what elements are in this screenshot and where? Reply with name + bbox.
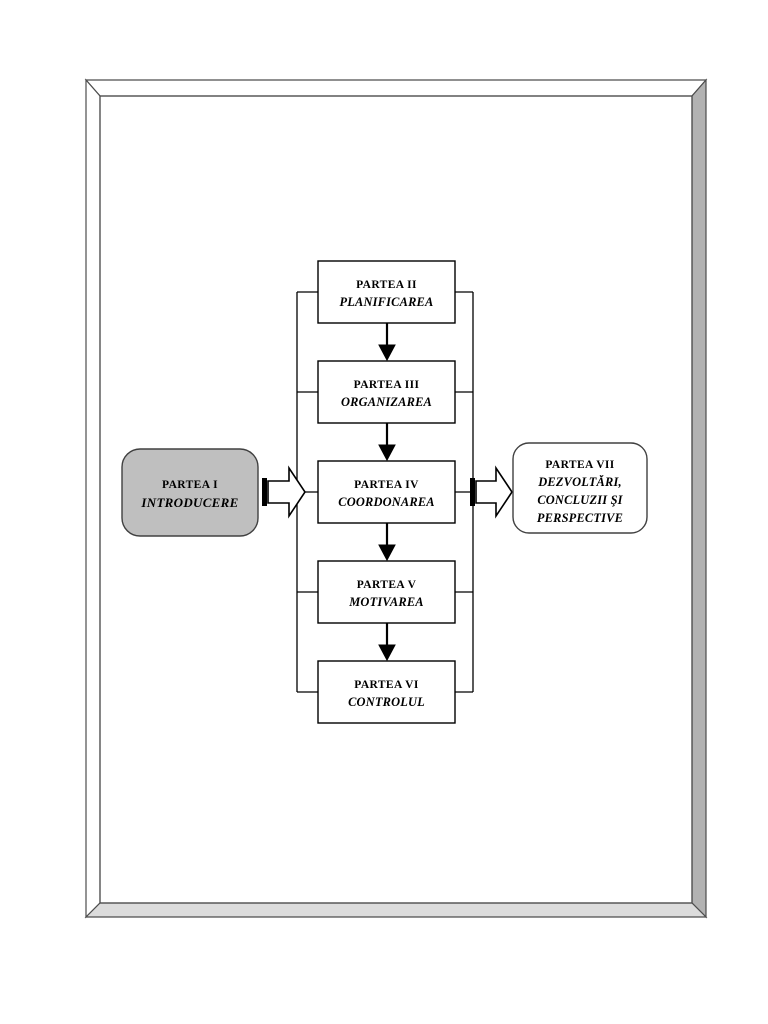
node-partea-2-shape	[317, 260, 456, 324]
node-partea-6-shape	[317, 660, 456, 724]
block-arrow-tail-bar	[470, 478, 475, 506]
frame-right-bevel	[691, 78, 707, 919]
block-arrow-right-from-intro	[262, 465, 306, 519]
node-partea-1[interactable]: PARTEA I INTRODUCERE	[121, 448, 259, 537]
frame-inner-opening	[99, 95, 693, 904]
node-partea-4-line1: PARTEA IV	[354, 479, 419, 491]
node-partea-5[interactable]: PARTEA V MOTIVAREA	[317, 560, 456, 624]
node-partea-7-line1: PARTEA VII	[545, 459, 614, 471]
node-partea-6-line1: PARTEA VI	[354, 679, 419, 691]
node-partea-3-line2: ORGANIZAREA	[341, 395, 432, 409]
node-partea-2-line1: PARTEA II	[356, 279, 417, 291]
node-partea-6-line2: CONTROLUL	[348, 695, 425, 709]
frame-top-bevel	[84, 79, 708, 97]
beveled-outer-frame	[84, 78, 708, 919]
frame-left-bevel	[85, 78, 101, 919]
node-partea-7[interactable]: PARTEA VII DEZVOLTĂRI, CONCLUZII ŞI PERS…	[512, 442, 648, 534]
node-partea-7-line3: CONCLUZII ŞI	[537, 493, 623, 507]
node-partea-1-line2: INTRODUCERE	[140, 495, 238, 510]
node-partea-4-line2: COORDONAREA	[338, 495, 435, 509]
node-partea-1-shape	[121, 448, 259, 537]
node-partea-7-line4: PERSPECTIVE	[537, 511, 623, 525]
block-arrow-body	[267, 465, 306, 519]
node-partea-3-line1: PARTEA III	[354, 379, 420, 391]
node-partea-5-line2: MOTIVAREA	[348, 595, 424, 609]
frame-bottom-bevel	[84, 902, 708, 918]
sequence-arrow-2-to-3	[378, 323, 396, 362]
node-partea-2-line2: PLANIFICAREA	[340, 295, 434, 309]
node-partea-3[interactable]: PARTEA III ORGANIZAREA	[317, 360, 456, 424]
sequence-arrow-5-to-6	[378, 623, 396, 662]
sequence-arrow-4-to-5	[378, 523, 396, 562]
node-partea-6[interactable]: PARTEA VI CONTROLUL	[317, 660, 456, 724]
node-partea-3-shape	[317, 360, 456, 424]
block-arrow-tail-bar	[262, 478, 267, 506]
node-partea-1-line1: PARTEA I	[162, 479, 218, 491]
node-partea-7-shape	[512, 442, 648, 534]
node-partea-5-shape	[317, 560, 456, 624]
node-partea-5-line1: PARTEA V	[357, 579, 417, 591]
node-partea-4[interactable]: PARTEA IV COORDONAREA	[317, 460, 456, 524]
node-partea-2[interactable]: PARTEA II PLANIFICAREA	[317, 260, 456, 324]
block-arrow-right-to-conclusions	[470, 465, 513, 519]
sequence-arrow-3-to-4	[378, 423, 396, 462]
block-arrow-body	[475, 465, 513, 519]
node-partea-4-shape	[317, 460, 456, 524]
node-partea-7-line2: DEZVOLTĂRI,	[537, 475, 622, 489]
